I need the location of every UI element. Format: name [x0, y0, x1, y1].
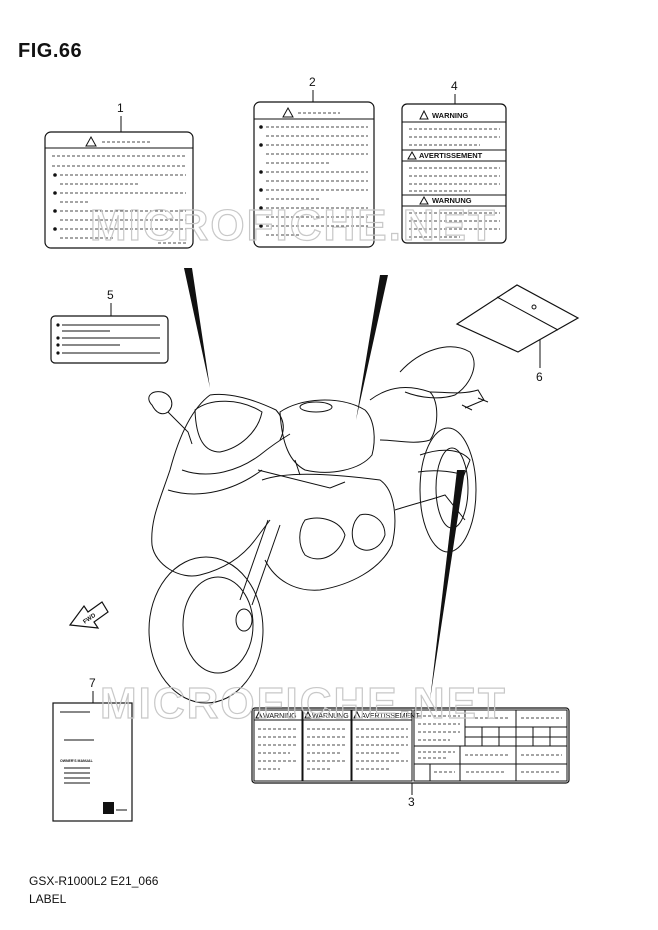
callout-1[interactable]: 1 [117, 101, 124, 132]
panel-warning-text: WARNING [263, 713, 297, 720]
svg-text:1: 1 [117, 101, 124, 115]
warning-text: WARNING [432, 111, 468, 120]
figure-title: FIG.66 [18, 40, 83, 62]
warning-triangle-icon [85, 135, 97, 147]
footer-model-code: GSX-R1000L2 E21_066 [29, 874, 159, 888]
fwd-arrow-icon: FWD [68, 601, 109, 629]
warnung-text: WARNUNG [432, 196, 472, 205]
label-4[interactable]: WARNING AVERTISSEMENT WARNUNG [401, 103, 507, 244]
callout-5[interactable]: 5 [107, 288, 114, 316]
watermark-bottom: MICROFICHE.NET [100, 679, 507, 728]
svg-text:2: 2 [309, 75, 316, 89]
avertissement-text: AVERTISSEMENT [419, 151, 483, 160]
label-6[interactable] [455, 284, 580, 353]
label-1[interactable] [44, 131, 194, 249]
warning-triangle-icon [282, 106, 294, 118]
svg-text:5: 5 [107, 288, 114, 302]
callout-3[interactable]: 3 [408, 783, 415, 809]
label-2[interactable] [253, 101, 375, 248]
motorcycle-outline [148, 346, 489, 704]
pointer-wedge-label-2 [356, 275, 388, 420]
svg-text:3: 3 [408, 795, 415, 809]
callout-4[interactable]: 4 [451, 79, 458, 104]
panel-avertissement-text: AVERTISSEMENT [361, 713, 420, 720]
suzuki-logo-icon [103, 802, 114, 814]
panel-warnung-text: WARNUNG [312, 713, 349, 720]
label-7-owners-manual[interactable]: OWNER'S MANUAL [52, 702, 133, 822]
label-3[interactable]: WARNING WARNUNG AVERTISSEMENT [251, 707, 570, 784]
manual-title: OWNER'S MANUAL [60, 759, 94, 763]
svg-text:6: 6 [536, 370, 543, 384]
pointer-wedge-label-1 [184, 268, 210, 388]
label-5[interactable] [50, 315, 169, 364]
footer-label: LABEL [29, 892, 67, 906]
callout-2[interactable]: 2 [309, 75, 316, 102]
watermark-top: MICROFICHE.NET [90, 201, 497, 250]
callout-7[interactable]: 7 [89, 676, 96, 703]
svg-text:7: 7 [89, 676, 96, 690]
svg-text:4: 4 [451, 79, 458, 93]
pointer-wedge-label-3 [430, 470, 465, 700]
callout-6[interactable]: 6 [536, 340, 543, 384]
